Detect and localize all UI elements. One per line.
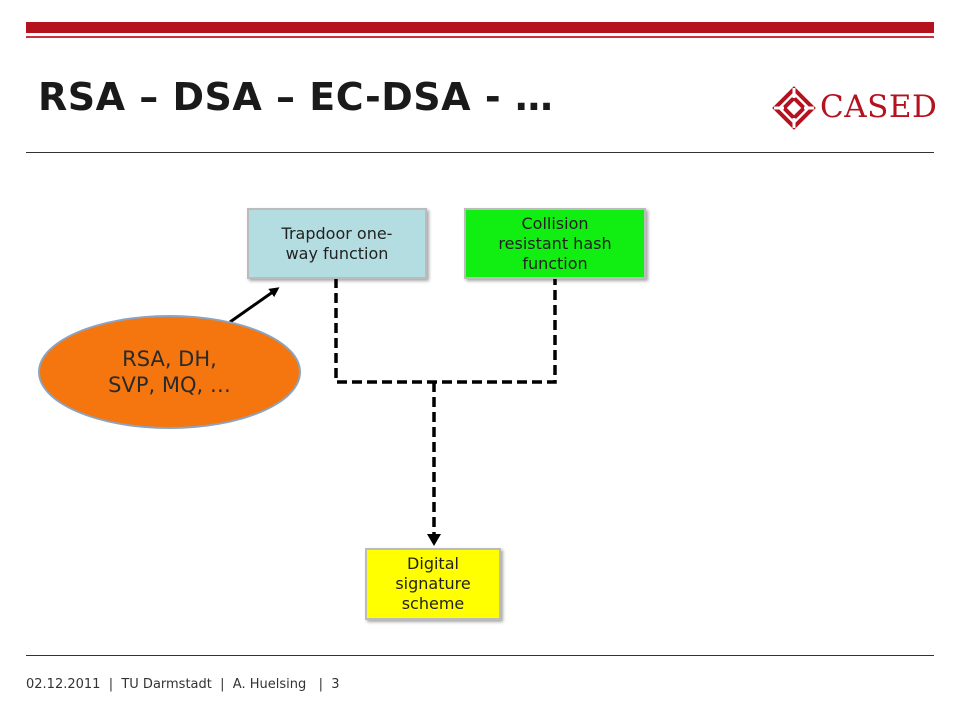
slide-title: RSA – DSA – EC-DSA - … bbox=[38, 75, 554, 119]
signature-scheme-label: Digital signature scheme bbox=[395, 554, 471, 613]
logo-text: CASED bbox=[820, 89, 938, 125]
header-red-line bbox=[26, 36, 934, 38]
footer-text: 02.12.2011 | TU Darmstadt | A. Huelsing … bbox=[26, 677, 340, 692]
diamond-logo-icon bbox=[772, 86, 816, 130]
cased-logo: CASED bbox=[770, 86, 940, 132]
reduction-arrow bbox=[229, 287, 280, 324]
connector-dashed bbox=[334, 278, 557, 384]
trapdoor-function-box: Trapdoor one- way function bbox=[247, 208, 427, 279]
hash-function-box: Collision resistant hash function bbox=[464, 208, 646, 279]
signature-scheme-box: Digital signature scheme bbox=[365, 548, 501, 620]
hash-function-label: Collision resistant hash function bbox=[498, 213, 612, 273]
footer-divider bbox=[26, 655, 934, 656]
hardness-assumptions-label: RSA, DH, SVP, MQ, … bbox=[108, 347, 231, 397]
hardness-assumptions-ellipse: RSA, DH, SVP, MQ, … bbox=[38, 315, 301, 429]
title-divider bbox=[26, 152, 934, 153]
signature-arrowhead bbox=[427, 534, 441, 546]
header-red-bar bbox=[26, 22, 934, 33]
trapdoor-function-label: Trapdoor one- way function bbox=[281, 223, 393, 263]
